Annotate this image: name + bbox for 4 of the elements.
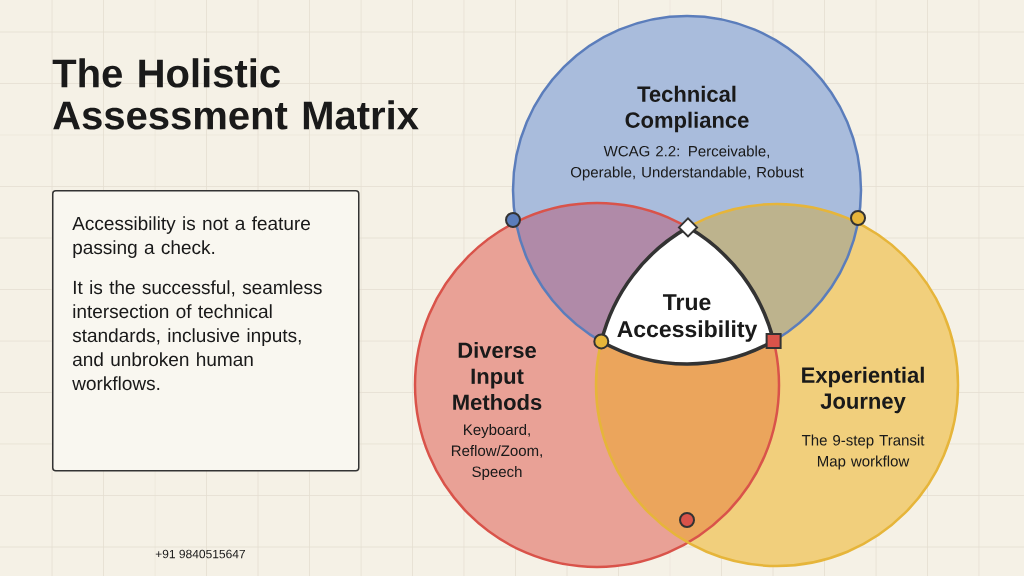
phone-number: +91 9840515647 xyxy=(155,549,245,559)
title: The Holistic Assessment Matrix xyxy=(52,58,419,130)
intersection-region: True Accessibility xyxy=(599,225,776,366)
text-box: Accessibility is not a feature passing a check. It is the successful, seamless intersection of technical standards, inclusive inputs, and unbroken human workflows. xyxy=(52,190,360,472)
